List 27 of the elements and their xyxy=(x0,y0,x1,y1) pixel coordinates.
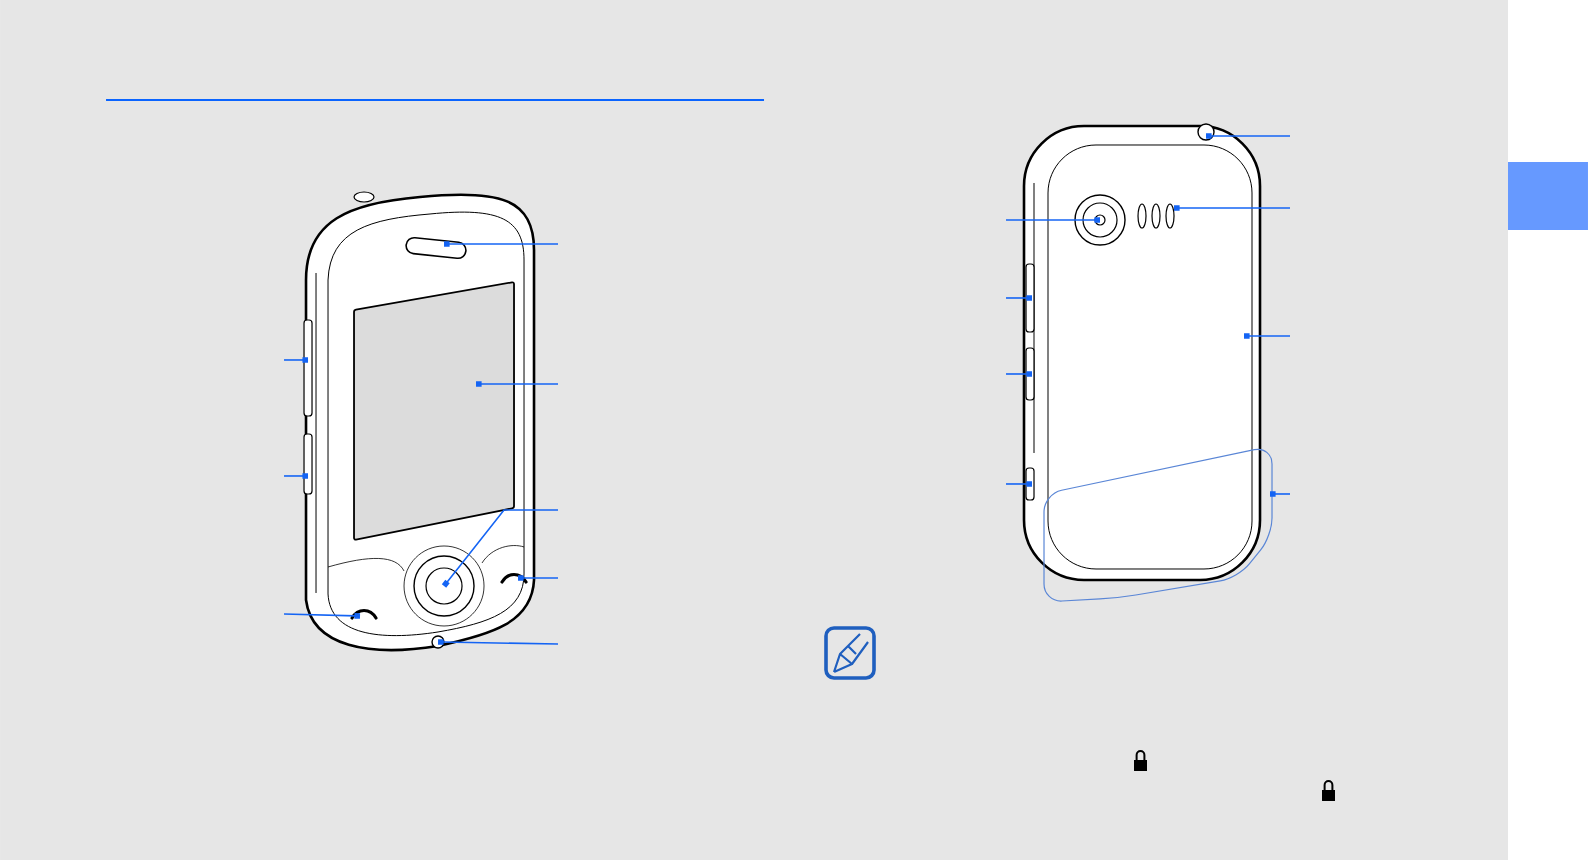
leader-line xyxy=(1005,481,1032,487)
end-key xyxy=(500,572,528,584)
leader-line xyxy=(518,575,559,581)
leader-line xyxy=(283,613,361,619)
leader-line xyxy=(444,241,559,247)
side-key xyxy=(1025,467,1035,501)
camera-lens xyxy=(1074,194,1126,246)
leader-line xyxy=(1244,333,1291,339)
speaker-grille xyxy=(1137,203,1175,229)
call-key xyxy=(350,608,378,620)
leader-line xyxy=(1270,491,1291,497)
leader-line xyxy=(1206,133,1291,139)
leader-line xyxy=(1005,217,1100,223)
navigation-key xyxy=(413,555,475,617)
leader-line xyxy=(283,473,309,479)
back-cover xyxy=(1047,144,1253,570)
side-key xyxy=(1025,263,1035,333)
leader-line xyxy=(1005,371,1032,377)
leader-line xyxy=(476,381,559,387)
side-key xyxy=(1025,347,1035,401)
side-key xyxy=(303,433,313,495)
antenna-area-outline xyxy=(1043,448,1273,602)
leader-line xyxy=(1005,295,1032,301)
leader-line xyxy=(1174,205,1291,211)
earpiece xyxy=(405,236,467,260)
side-key xyxy=(303,319,313,417)
leader-line xyxy=(283,357,309,363)
